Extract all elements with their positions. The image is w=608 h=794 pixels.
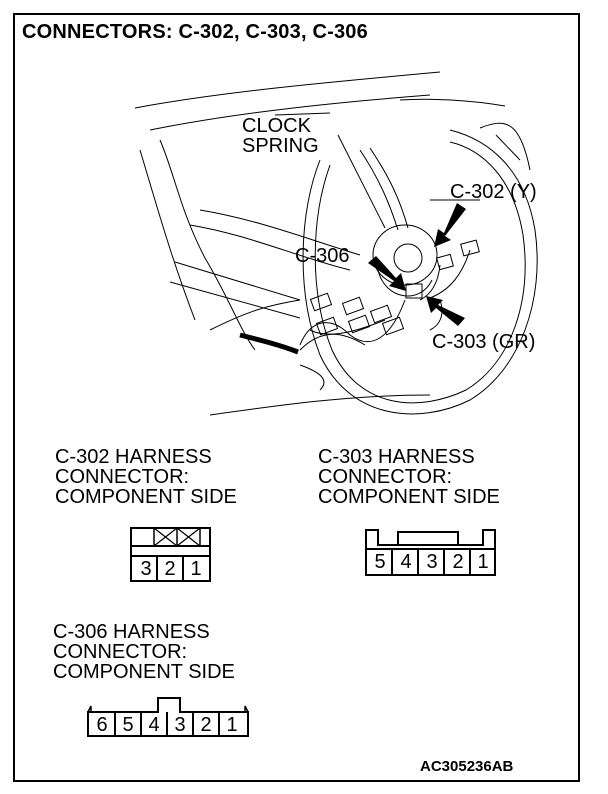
c302-callout: C-302 (Y) xyxy=(450,181,537,203)
c306-pin: 6 xyxy=(96,714,108,736)
c303-pin: 4 xyxy=(400,551,412,573)
c306-pin: 1 xyxy=(226,714,238,736)
c306-connector xyxy=(87,697,249,737)
diagram-frame xyxy=(13,13,580,782)
c303-pin: 5 xyxy=(374,551,386,573)
c303-callout: C-303 (GR) xyxy=(432,331,536,353)
c302-pin: 2 xyxy=(164,558,176,580)
c303-pin: 3 xyxy=(426,551,438,573)
c302-pin: 1 xyxy=(190,558,202,580)
clock-spring-label: CLOCK SPRING xyxy=(242,115,319,157)
c306-pin: 2 xyxy=(200,714,212,736)
c306-callout: C-306 xyxy=(295,245,350,267)
c306-pin: 3 xyxy=(174,714,186,736)
figure-code: AC305236AB xyxy=(420,758,514,775)
c302-connector xyxy=(130,527,211,582)
c303-connector xyxy=(365,529,496,576)
page-title: CONNECTORS: C-302, C-303, C-306 xyxy=(22,21,368,43)
c306-pin: 5 xyxy=(122,714,134,736)
c303-pin: 2 xyxy=(452,551,464,573)
c306-pin: 4 xyxy=(148,714,160,736)
c303-pin: 1 xyxy=(477,551,489,573)
c302-header: C-302 HARNESS CONNECTOR: COMPONENT SIDE xyxy=(55,446,237,508)
c306-header: C-306 HARNESS CONNECTOR: COMPONENT SIDE xyxy=(53,621,235,683)
c303-header: C-303 HARNESS CONNECTOR: COMPONENT SIDE xyxy=(318,446,500,508)
c302-pin: 3 xyxy=(140,558,152,580)
